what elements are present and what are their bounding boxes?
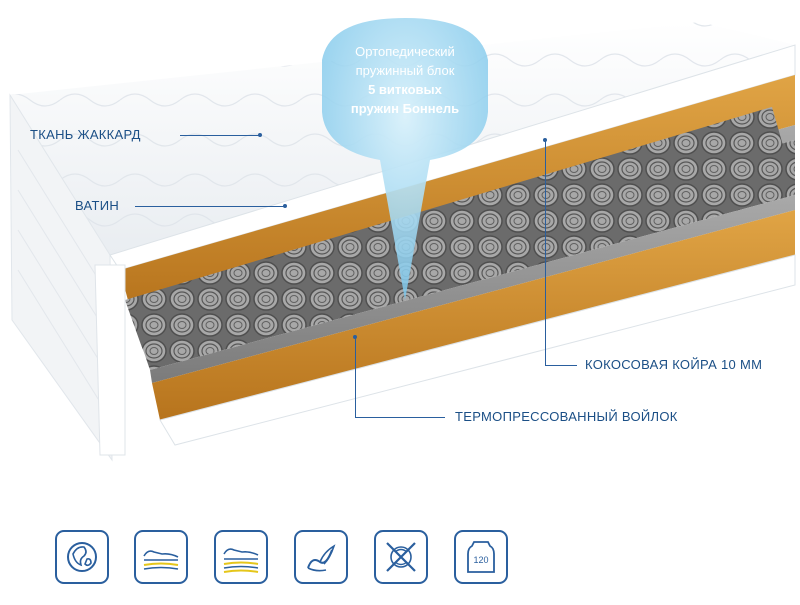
medium-firmness-icon (134, 530, 188, 584)
leader-felt-dot (353, 335, 357, 339)
upper-coir-layer (120, 75, 795, 308)
label-felt: ТЕРМОПРЕССОВАННЫЙ ВОЙЛОК (455, 409, 678, 424)
leader-fabric-dot (258, 133, 262, 137)
leader-felt-vertical (355, 337, 356, 417)
callout-line-3: 5 витковых (368, 82, 442, 97)
leader-batting-dot (283, 204, 287, 208)
leader-coir-vertical (545, 140, 546, 365)
max-load-value: 120 (473, 555, 488, 565)
no-flip-icon (374, 530, 428, 584)
leader-batting (135, 206, 285, 207)
label-coir: КОКОСОВАЯ КОЙРА 10 ММ (585, 357, 763, 372)
leader-coir-horizontal (545, 365, 577, 366)
side-panel (9, 93, 113, 462)
leader-felt-horizontal (355, 417, 445, 418)
callout-line-2: пружинный блок (355, 63, 455, 78)
label-fabric: ТКАНЬ ЖАККАРД (30, 127, 141, 142)
lower-coir-layer (152, 210, 795, 420)
elasticity-icon (294, 530, 348, 584)
callout-line-1: Ортопедический (355, 44, 455, 59)
leader-coir-dot (543, 138, 547, 142)
spring-block-callout: Ортопедический пружинный блок 5 витковых… (322, 42, 488, 118)
spring-block-lower (133, 140, 795, 370)
callout-line-4: пружин Боннель (350, 101, 460, 116)
label-batting: ВАТИН (75, 198, 120, 213)
leader-fabric (180, 135, 260, 136)
callout-bubble (322, 18, 488, 300)
natural-material-icon (55, 530, 109, 584)
two-sided-firmness-icon (214, 530, 268, 584)
max-load-icon: 120 (454, 530, 508, 584)
